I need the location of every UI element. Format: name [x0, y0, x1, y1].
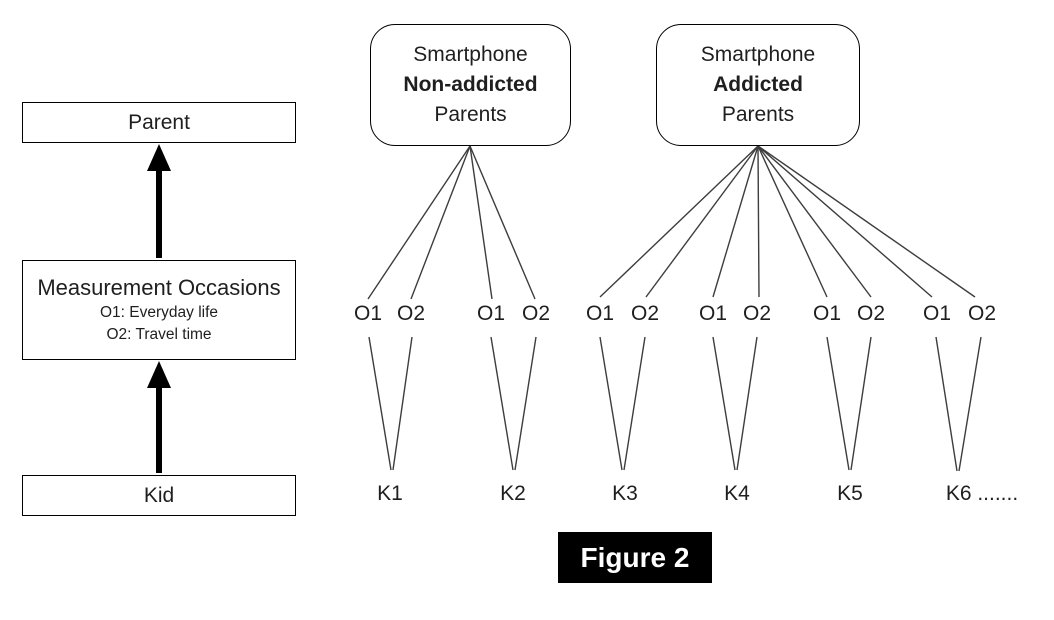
occasion-to-kid-lines [368, 336, 982, 472]
fan-line [599, 145, 759, 298]
measurement-item-o1: O1: Everyday life [99, 304, 219, 321]
v-line [736, 336, 758, 471]
occasion-label: O1 [585, 302, 615, 325]
figure-caption: Figure 2 [558, 532, 712, 583]
addicted-box-line1: Smartphone [700, 43, 816, 66]
v-line [850, 336, 872, 471]
arrow-head [147, 361, 171, 388]
kid-label: K3 [612, 482, 638, 505]
fan-line [712, 145, 759, 298]
occasion-label: O1 [353, 302, 383, 325]
v-line [514, 336, 537, 471]
occasion-label: O2 [630, 302, 660, 325]
fan-line [757, 145, 760, 298]
kid-label: K6 ....... [945, 482, 1019, 505]
measurement-box-title: Measurement Occasions [37, 275, 281, 300]
fan-line [645, 145, 759, 298]
fan-line [367, 145, 471, 300]
kid-box-label: Kid [143, 483, 175, 507]
occasion-label: O2 [396, 302, 426, 325]
fan-line [757, 145, 872, 298]
addicted-fan-lines [599, 145, 976, 298]
occasion-label: O2 [967, 302, 997, 325]
kid-label: K4 [724, 482, 750, 505]
parent-box: Parent [22, 102, 296, 143]
fan-line [757, 145, 933, 298]
non-addicted-box-line3: Parents [434, 103, 507, 126]
kid-label: K1 [377, 482, 403, 505]
fan-line [469, 145, 493, 300]
v-line [826, 336, 850, 471]
addicted-parents-box: Smartphone Addicted Parents [656, 24, 860, 146]
occasion-label: O1 [698, 302, 728, 325]
non-addicted-parents-box: Smartphone Non-addicted Parents [370, 24, 571, 146]
arrow-head [147, 144, 171, 171]
v-line [623, 336, 646, 471]
kid-label: K2 [500, 482, 526, 505]
kid-box: Kid [22, 475, 296, 516]
addicted-box-line2: Addicted [713, 73, 803, 96]
occasion-label: O2 [742, 302, 772, 325]
parent-box-label: Parent [128, 110, 190, 134]
addicted-box-line3: Parents [721, 103, 795, 126]
fan-line [757, 145, 976, 298]
occasion-label: O1 [922, 302, 952, 325]
kid-to-measurement-arrow [147, 361, 171, 473]
v-line [935, 336, 958, 472]
occasion-label: O2 [856, 302, 886, 325]
non-addicted-box-line1: Smartphone [413, 43, 528, 66]
kid-label: K5 [837, 482, 863, 505]
measurement-occasions-box: Measurement Occasions O1: Everyday life … [22, 260, 296, 360]
fan-line [469, 145, 536, 300]
v-line [392, 336, 413, 471]
v-line [599, 336, 623, 471]
occasion-label: O1 [812, 302, 842, 325]
fan-line [757, 145, 828, 298]
non-addicted-box-line2: Non-addicted [403, 73, 538, 96]
occasion-label: O1 [476, 302, 506, 325]
figure-caption-label: Figure 2 [580, 541, 690, 573]
non-addicted-fan-lines [367, 145, 536, 300]
fan-line [410, 145, 471, 300]
measurement-item-o2: O2: Travel time [106, 326, 212, 343]
v-line [368, 336, 392, 471]
v-line [958, 336, 982, 472]
measurement-to-parent-arrow [147, 144, 171, 258]
v-line [712, 336, 736, 471]
v-line [490, 336, 514, 471]
occasion-label: O2 [521, 302, 551, 325]
